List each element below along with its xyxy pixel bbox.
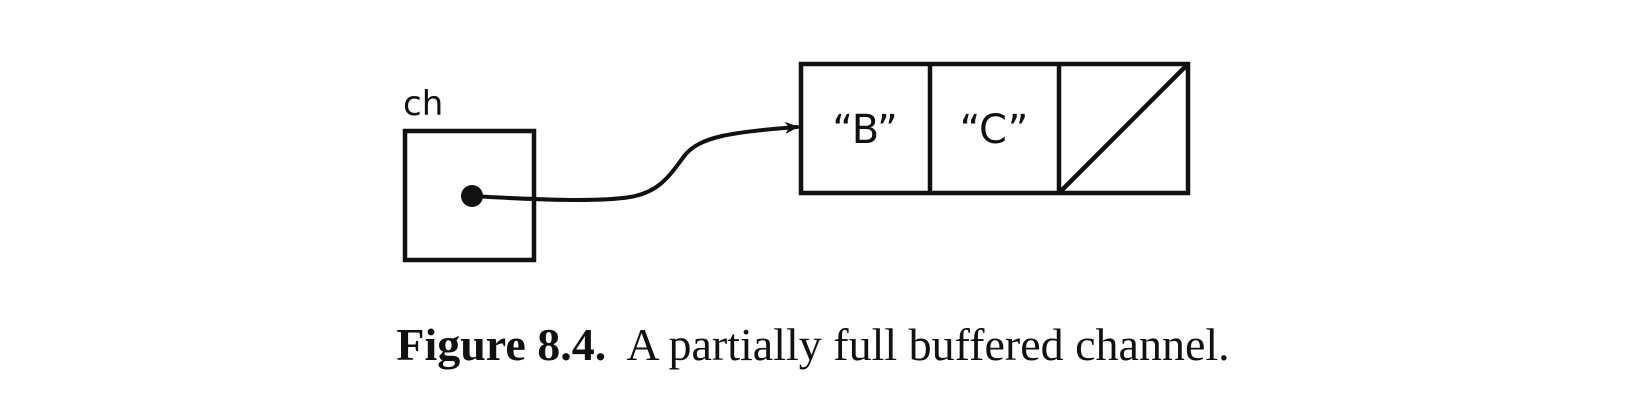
pointer-arrow <box>470 121 799 202</box>
empty-slot-slash <box>1057 62 1190 195</box>
variable-label: ch <box>403 84 443 124</box>
figure-caption: Figure 8.4. A partially full buffered cha… <box>0 318 1626 371</box>
buffer-cell-value-1: “B” <box>832 107 897 153</box>
caption-text: A partially full buffered channel. <box>626 319 1230 370</box>
variable-box <box>402 128 537 263</box>
buffer-box <box>798 61 1191 196</box>
figure-number: Figure 8.4. <box>396 319 607 370</box>
buffer-cell-value-2: “C” <box>960 107 1029 153</box>
